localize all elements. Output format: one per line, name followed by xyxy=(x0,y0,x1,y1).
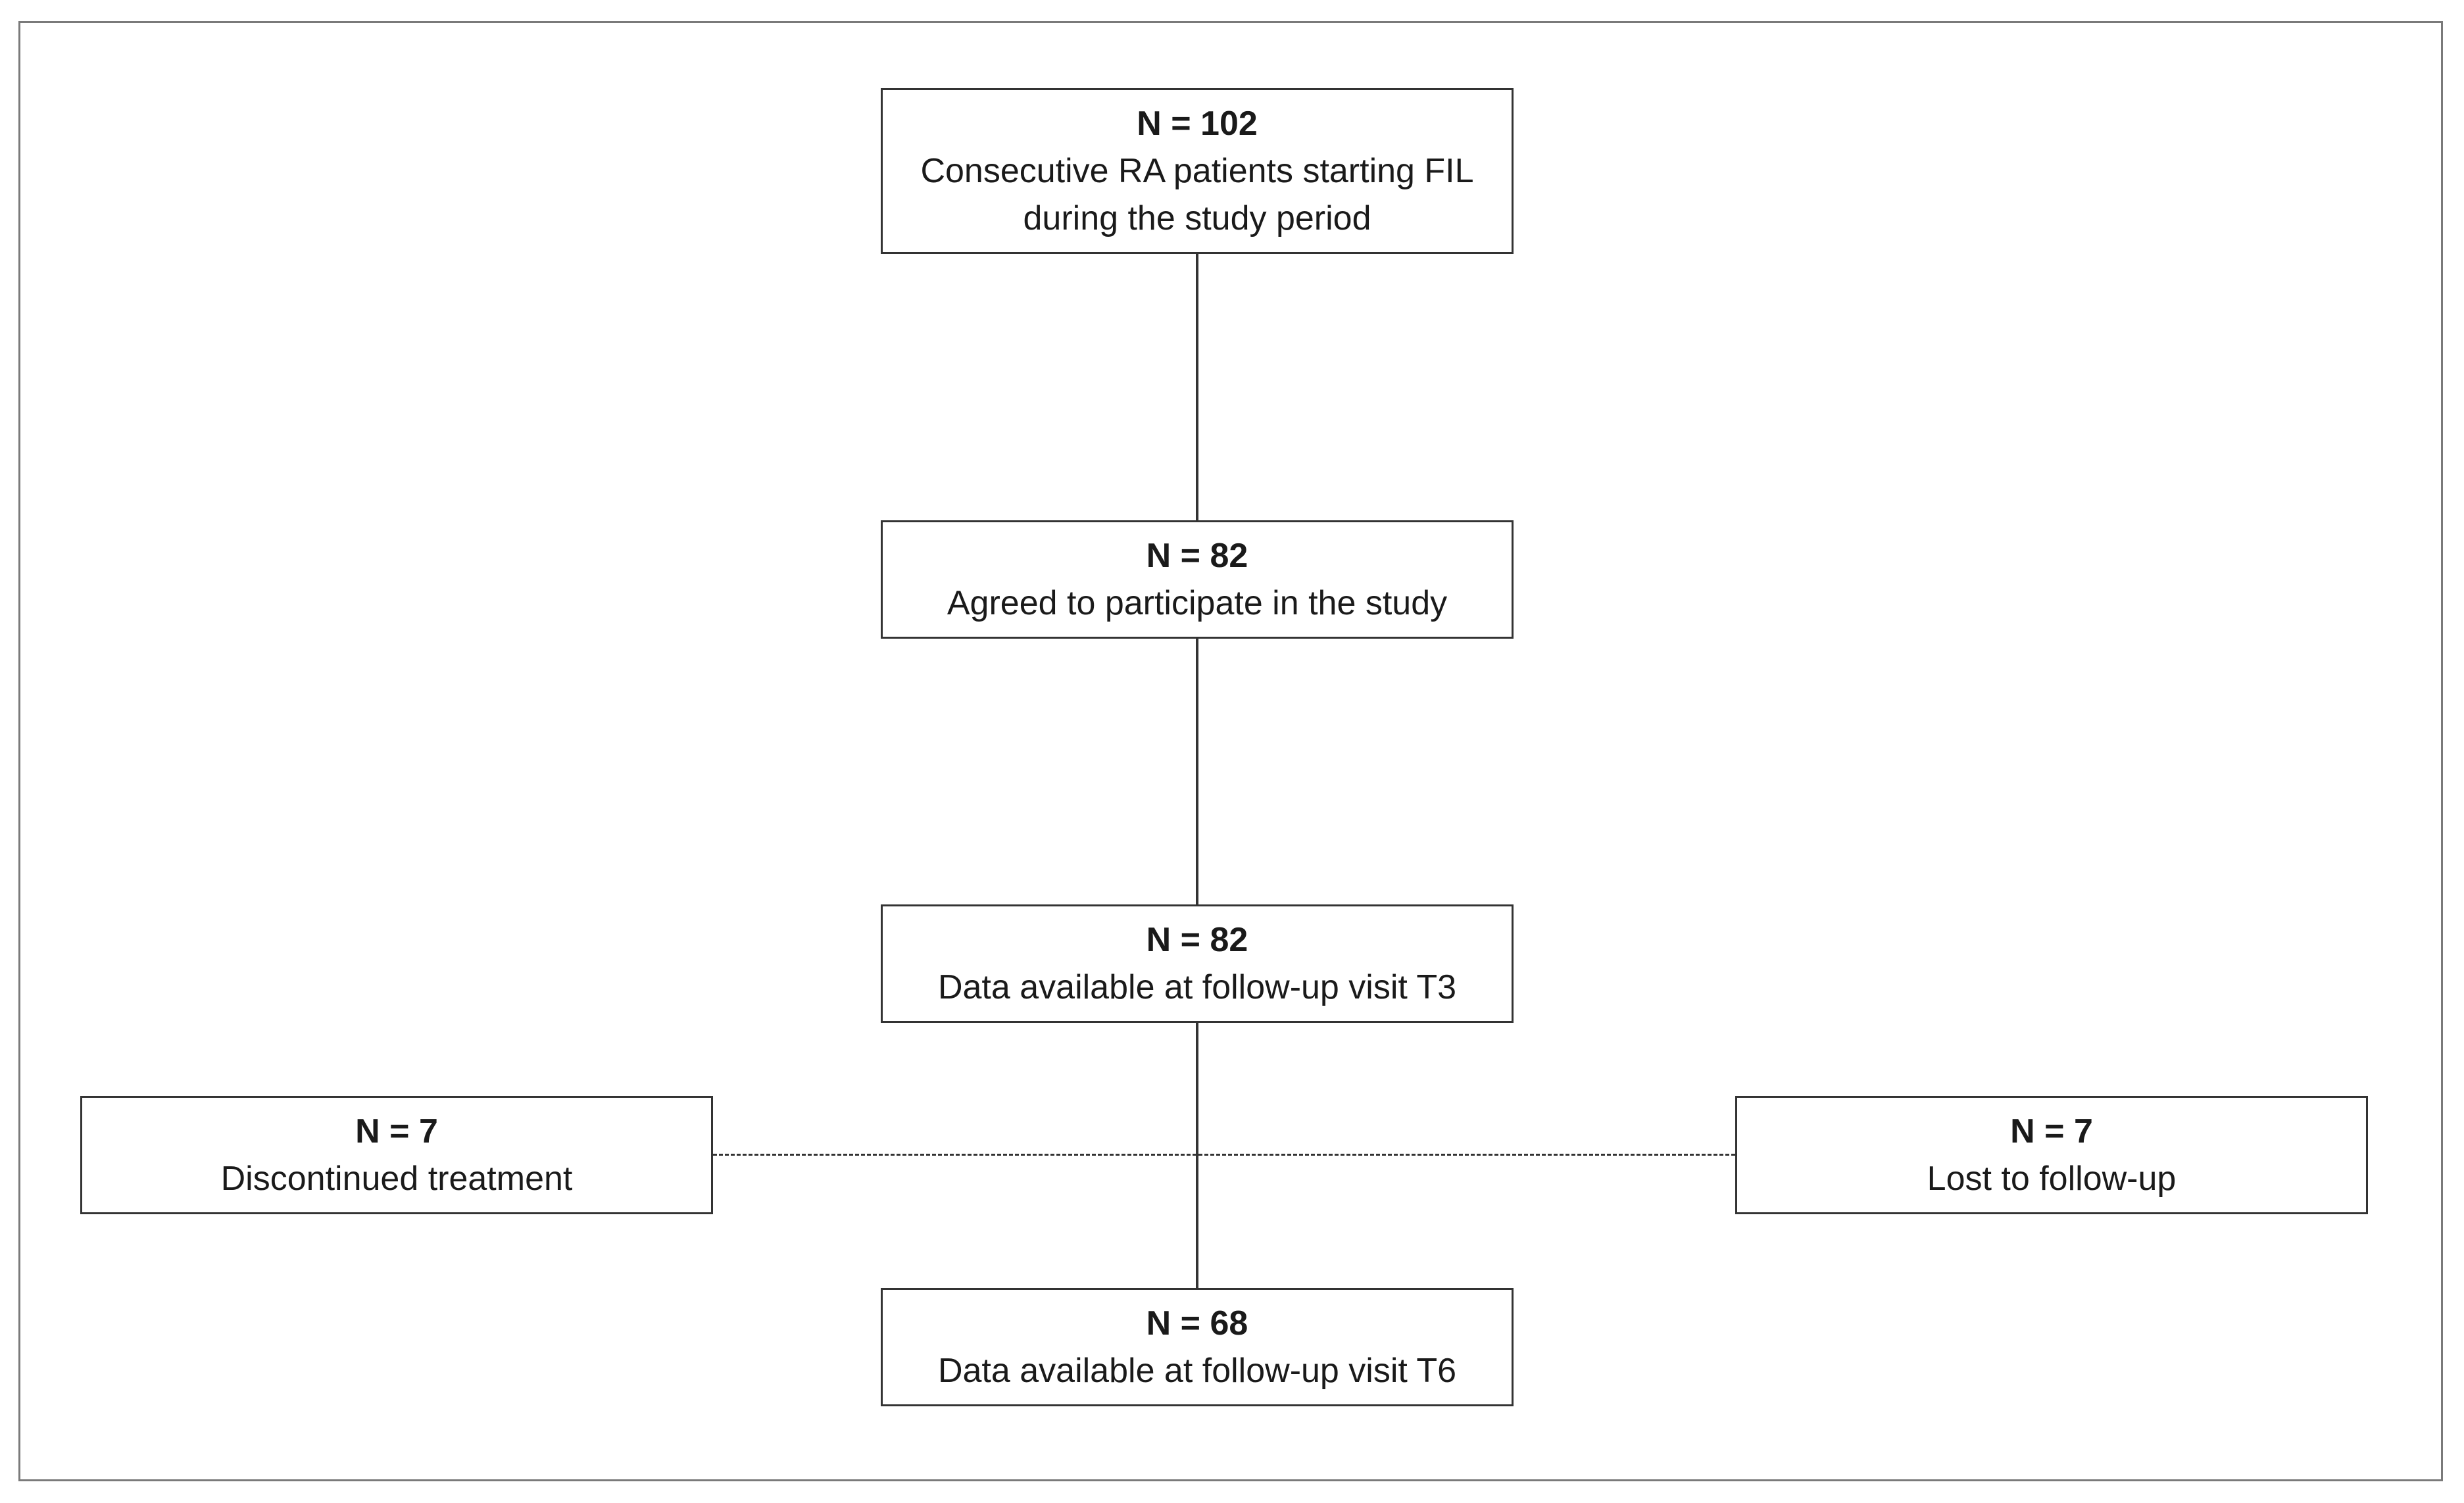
flow-box-t6: N = 68 Data available at follow-up visit… xyxy=(881,1288,1514,1406)
flow-box-enrolled: N = 102 Consecutive RA patients starting… xyxy=(881,88,1514,254)
exclusion-description: Discontinued treatment xyxy=(220,1160,573,1198)
exclusion-box-discontinued: N = 7 Discontinued treatment xyxy=(80,1096,713,1214)
connector-step1-step2 xyxy=(1196,254,1198,520)
flow-box-agreed: N = 82 Agreed to participate in the stud… xyxy=(881,520,1514,639)
flow-box-count: N = 68 xyxy=(1146,1304,1248,1343)
flow-box-description-line: Consecutive RA patients starting FIL xyxy=(920,152,1474,190)
flow-box-description-line: Data available at follow-up visit T6 xyxy=(937,1352,1457,1390)
flow-box-description-line: during the study period xyxy=(1023,199,1371,237)
exclusion-dashed-connector xyxy=(713,1154,1735,1156)
exclusion-description: Lost to follow-up xyxy=(1927,1160,2177,1198)
connector-step2-step3 xyxy=(1196,639,1198,904)
flow-box-count: N = 102 xyxy=(1137,105,1258,143)
figure-frame xyxy=(18,21,2443,1481)
flow-box-t3: N = 82 Data available at follow-up visit… xyxy=(881,904,1514,1023)
flow-box-description-line: Agreed to participate in the study xyxy=(947,584,1448,622)
exclusion-box-lost-to-follow-up: N = 7 Lost to follow-up xyxy=(1735,1096,2368,1214)
flow-box-description-line: Data available at follow-up visit T3 xyxy=(937,968,1457,1006)
exclusion-count: N = 7 xyxy=(2010,1112,2093,1150)
flow-box-count: N = 82 xyxy=(1146,537,1248,575)
flow-box-count: N = 82 xyxy=(1146,921,1248,959)
exclusion-count: N = 7 xyxy=(355,1112,438,1150)
